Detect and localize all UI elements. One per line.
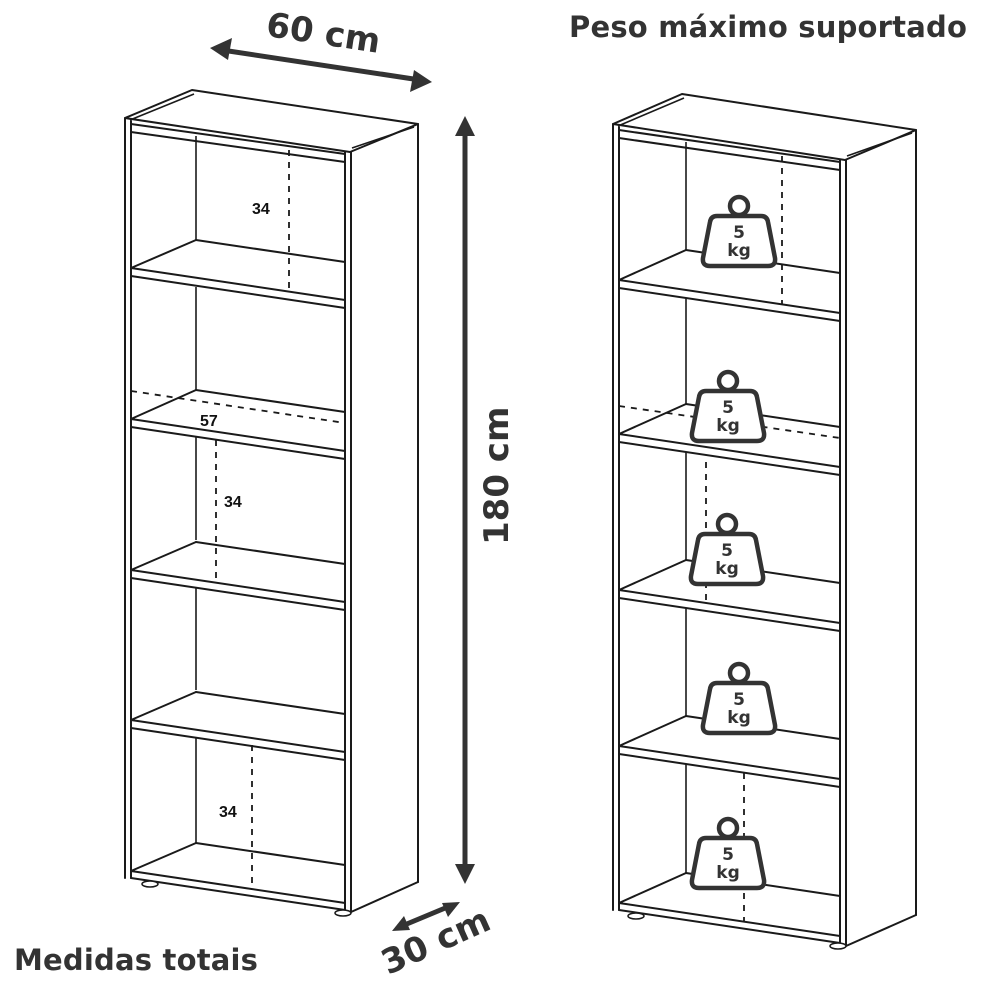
bottom-compartment-height-label: 34 (219, 804, 237, 821)
svg-text:kg: kg (727, 708, 750, 728)
weight-icon-shelf-4: 5 kg (703, 664, 775, 733)
svg-text:5: 5 (722, 398, 734, 418)
depth-dimension-arrow: 30 cm (375, 900, 496, 983)
svg-text:kg: kg (727, 241, 750, 261)
width-dimension-arrow: 60 cm (210, 5, 432, 92)
svg-text:5: 5 (733, 223, 745, 243)
weight-icon-shelf-1: 5 kg (703, 197, 775, 266)
max-weight-title: Peso máximo suportado (569, 10, 968, 44)
top-compartment-height-label: 34 (252, 201, 270, 218)
width-label: 60 cm (264, 5, 383, 62)
svg-text:5: 5 (733, 690, 745, 710)
svg-text:5: 5 (721, 541, 733, 561)
svg-text:kg: kg (716, 416, 739, 436)
left-bookshelf: 34 57 34 34 (124, 89, 419, 917)
weight-icon-shelf-3: 5 kg (691, 515, 763, 584)
weight-icon-shelf-5: 5 kg (692, 819, 764, 888)
internal-width-label: 57 (200, 413, 218, 430)
overall-dimensions-title: Medidas totais (14, 943, 259, 977)
svg-text:kg: kg (716, 863, 739, 883)
middle-compartment-height-label: 34 (224, 494, 242, 511)
svg-text:5: 5 (722, 845, 734, 865)
height-dimension-arrow: 180 cm (455, 116, 517, 884)
svg-text:kg: kg (715, 559, 738, 579)
height-label: 180 cm (477, 407, 517, 545)
weight-icon-shelf-2: 5 kg (692, 372, 764, 441)
right-bookshelf (612, 93, 917, 950)
